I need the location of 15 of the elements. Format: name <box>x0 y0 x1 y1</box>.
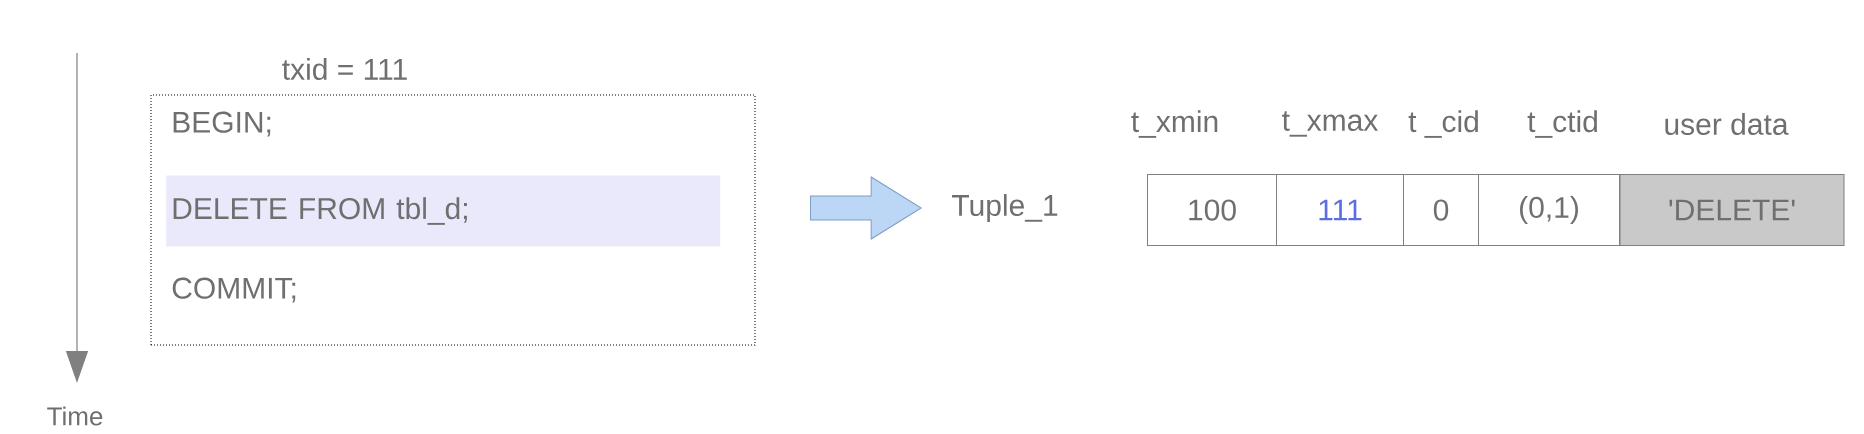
table-cell: 'DELETE' <box>1619 174 1845 246</box>
table-cell: 0 <box>1403 174 1479 246</box>
tuple-label: Tuple_1 <box>952 194 1058 222</box>
column-header: user data <box>1665 113 1789 135</box>
column-header: t _cid <box>1408 110 1478 138</box>
column-header: t_ctid <box>1527 110 1597 138</box>
block-arrow <box>810 176 922 240</box>
table-cell: 111 <box>1276 174 1404 246</box>
table-cell: (0,1) <box>1478 174 1620 246</box>
axis-label: Time <box>47 406 103 426</box>
node-label: txid = 111 <box>282 57 407 81</box>
column-header: t_xmax <box>1282 111 1379 137</box>
table-cell: 100 <box>1147 174 1277 246</box>
highlight-band: DELETE FROM tbl_d; <box>166 175 721 247</box>
column-header: t_xmin <box>1131 110 1218 138</box>
